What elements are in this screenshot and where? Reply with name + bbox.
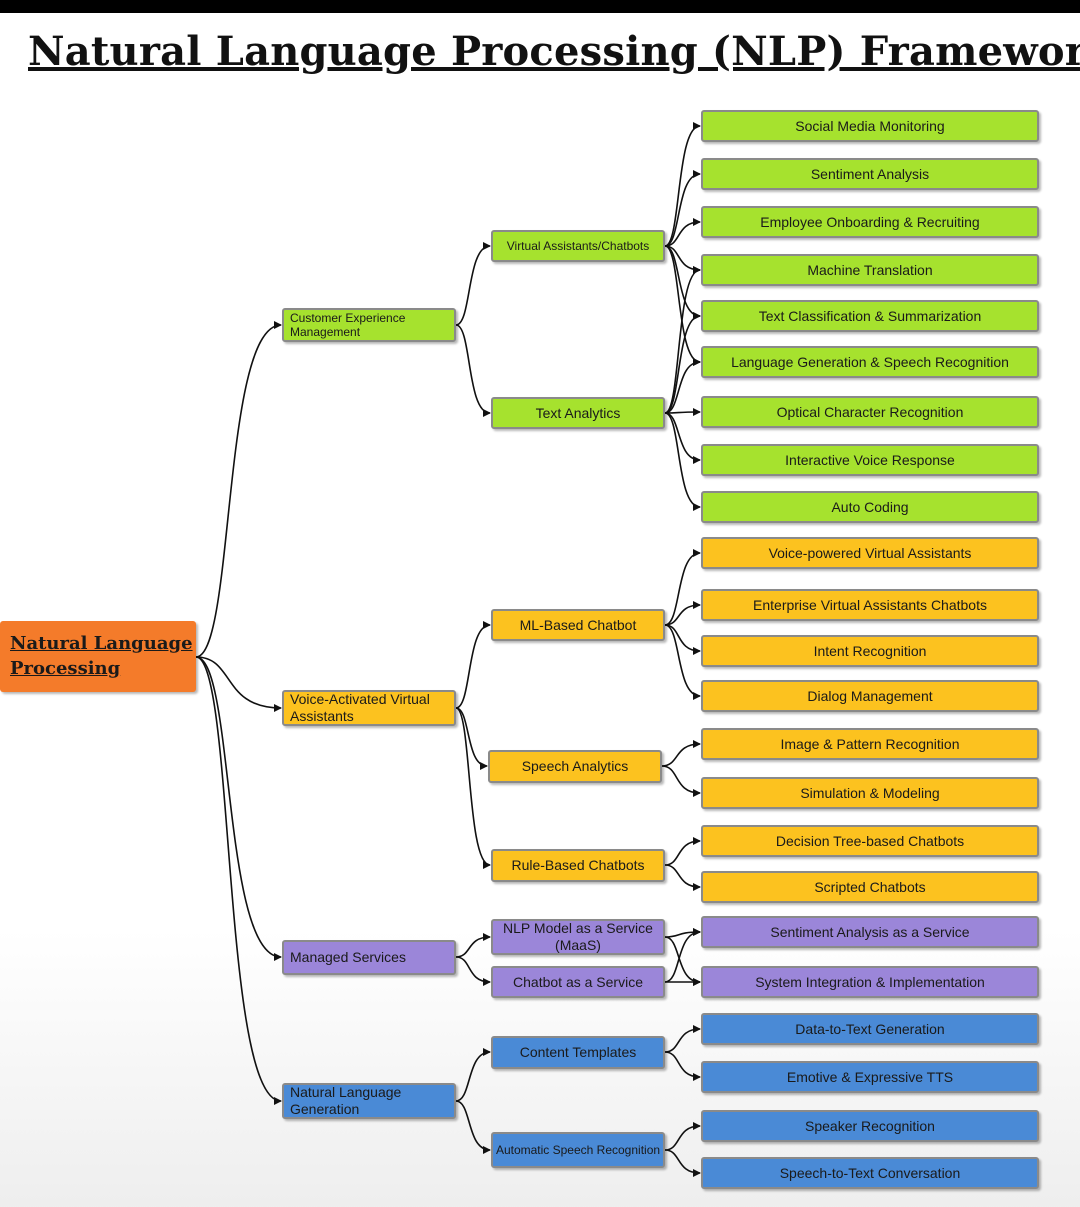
node-managed-services: Managed Services — [282, 940, 456, 975]
node-customer-experience-management: Customer Experience Management — [282, 308, 456, 342]
node-speech-analytics: Speech Analytics — [488, 750, 662, 783]
leaf-speech-to-text-conversation: Speech-to-Text Conversation — [701, 1157, 1039, 1189]
leaf-decision-tree-based-chatbots: Decision Tree-based Chatbots — [701, 825, 1039, 857]
leaf-social-media-monitoring: Social Media Monitoring — [701, 110, 1039, 142]
connector-arrow — [664, 358, 701, 414]
connector-arrow — [195, 656, 282, 1105]
connector-arrow — [664, 412, 701, 464]
node-natural-language-generation: Natural Language Generation — [282, 1083, 456, 1119]
top-bar — [0, 0, 1080, 13]
leaf-employee-onboarding-recruiting: Employee Onboarding & Recruiting — [701, 206, 1039, 238]
connector-arrow — [455, 707, 491, 869]
leaf-system-integration-implementation: System Integration & Implementation — [701, 966, 1039, 998]
connector-arrow — [664, 837, 701, 866]
connector-arrow — [664, 864, 701, 891]
connector-arrow — [455, 1048, 491, 1102]
connector-arrow — [195, 656, 282, 961]
leaf-intent-recognition: Intent Recognition — [701, 635, 1039, 667]
connector-arrow — [664, 936, 701, 986]
node-virtual-assistants-chatbots: Virtual Assistants/Chatbots — [491, 230, 665, 262]
connector-arrow — [664, 408, 701, 417]
connector-arrow — [664, 122, 701, 247]
connector-arrow — [661, 765, 701, 797]
connector-arrow — [664, 170, 701, 247]
node-ml-based-chatbot: ML-Based Chatbot — [491, 609, 665, 641]
leaf-text-classification-summarization: Text Classification & Summarization — [701, 300, 1039, 332]
page-title: Natural Language Processing (NLP) Framew… — [28, 28, 1080, 75]
leaf-machine-translation: Machine Translation — [701, 254, 1039, 286]
connector-arrow — [455, 707, 488, 770]
node-nlp-model-as-a-service: NLP Model as a Service (MaaS) — [491, 919, 665, 955]
connector-arrow — [664, 1149, 701, 1177]
connector-arrow — [455, 621, 491, 709]
connector-arrow — [455, 956, 491, 986]
connector-arrow — [195, 321, 282, 658]
connector-arrow — [664, 1025, 701, 1053]
connector-arrow — [664, 218, 701, 247]
connector-arrow — [664, 245, 701, 320]
leaf-voice-powered-virtual-assistants: Voice-powered Virtual Assistants — [701, 537, 1039, 569]
leaf-enterprise-virtual-assistants-chatbots: Enterprise Virtual Assistants Chatbots — [701, 589, 1039, 621]
connector-arrow — [664, 601, 701, 626]
connector-arrow — [664, 412, 701, 511]
node-rule-based-chatbots: Rule-Based Chatbots — [491, 849, 665, 882]
leaf-simulation-modeling: Simulation & Modeling — [701, 777, 1039, 809]
leaf-data-to-text-generation: Data-to-Text Generation — [701, 1013, 1039, 1045]
connector-arrow — [455, 1100, 491, 1154]
leaf-sentiment-analysis-as-a-service: Sentiment Analysis as a Service — [701, 916, 1039, 948]
node-text-analytics: Text Analytics — [491, 397, 665, 429]
leaf-speaker-recognition: Speaker Recognition — [701, 1110, 1039, 1142]
connector-arrow — [664, 312, 701, 414]
leaf-image-pattern-recognition: Image & Pattern Recognition — [701, 728, 1039, 760]
node-chatbot-as-a-service: Chatbot as a Service — [491, 966, 665, 998]
connector-arrow — [664, 624, 701, 700]
connector-arrow — [664, 1051, 701, 1081]
connector-arrow — [661, 740, 701, 767]
leaf-scripted-chatbots: Scripted Chatbots — [701, 871, 1039, 903]
leaf-emotive-expressive-tts: Emotive & Expressive TTS — [701, 1061, 1039, 1093]
connector-arrow — [664, 266, 701, 414]
connector-arrow — [195, 656, 282, 712]
root-node: Natural Language Processing — [0, 621, 196, 692]
connector-arrow — [664, 1122, 701, 1151]
connector-arrow — [455, 933, 491, 958]
connector-arrow — [664, 928, 701, 983]
connector-arrow — [664, 245, 701, 366]
leaf-language-generation-speech-recognition: Language Generation & Speech Recognition — [701, 346, 1039, 378]
connector-arrow — [664, 549, 701, 626]
leaf-sentiment-analysis: Sentiment Analysis — [701, 158, 1039, 190]
node-content-templates: Content Templates — [491, 1036, 665, 1069]
connector-arrow — [455, 324, 491, 417]
node-voice-activated-virtual-assistants: Voice-Activated Virtual Assistants — [282, 690, 456, 726]
leaf-auto-coding: Auto Coding — [701, 491, 1039, 523]
connector-arrow — [455, 242, 491, 326]
leaf-interactive-voice-response: Interactive Voice Response — [701, 444, 1039, 476]
leaf-dialog-management: Dialog Management — [701, 680, 1039, 712]
node-automatic-speech-recognition: Automatic Speech Recognition — [491, 1132, 665, 1168]
leaf-optical-character-recognition: Optical Character Recognition — [701, 396, 1039, 428]
